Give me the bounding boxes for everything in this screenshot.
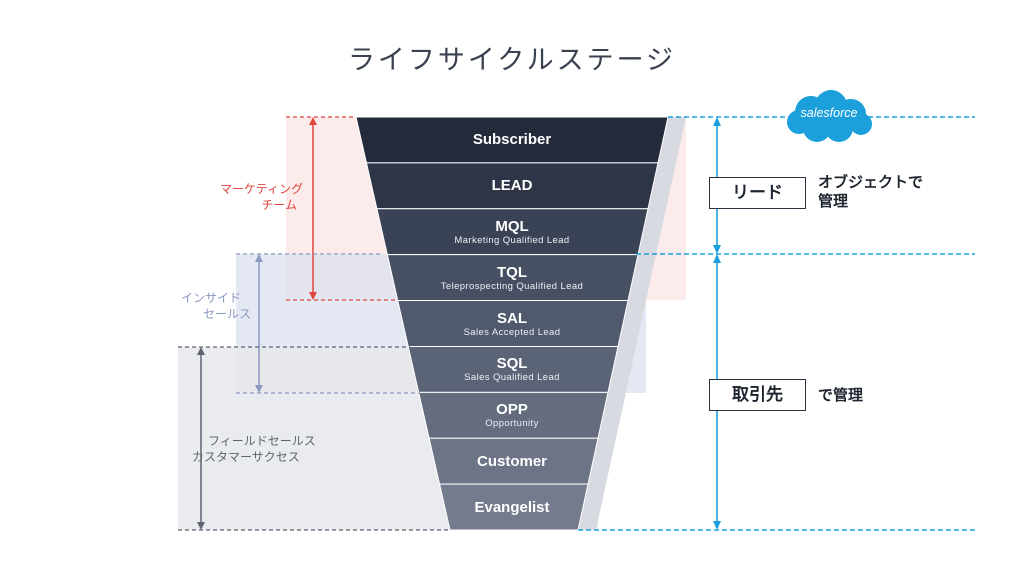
lead-note-line2: 管理 bbox=[818, 192, 849, 210]
marketing-label-line2: チーム bbox=[261, 198, 297, 212]
stage-name: LEAD bbox=[491, 177, 533, 195]
salesforce-logo-icon bbox=[787, 90, 872, 142]
stage-subtitle: Sales Accepted Lead bbox=[463, 326, 561, 338]
field-sales-label-line1: フィールドセールス bbox=[208, 434, 316, 448]
stage-name: Subscriber bbox=[472, 131, 552, 149]
stage-subtitle: Marketing Qualified Lead bbox=[454, 234, 570, 246]
stage-subtitle: Teleprospecting Qualified Lead bbox=[440, 280, 584, 292]
stage-name: SQL bbox=[496, 355, 528, 373]
inside-sales-label: インサイド セールス bbox=[156, 290, 251, 322]
lead-object-box: リード bbox=[709, 177, 806, 209]
stage-name: Customer bbox=[476, 452, 547, 470]
marketing-label-line1: マーケティング bbox=[219, 182, 303, 196]
account-object-box: 取引先 bbox=[709, 379, 806, 411]
stage-label-subscriber: Subscriber bbox=[420, 131, 604, 148]
stage-subtitle: Sales Qualified Lead bbox=[464, 372, 560, 384]
field-sales-label-line2: カスタマーサクセス bbox=[192, 450, 300, 464]
page-title: ライフサイクルステージ bbox=[347, 45, 677, 76]
salesforce-logo-text: salesforce bbox=[800, 106, 858, 120]
stage-label-evangelist: Evangelist bbox=[420, 499, 604, 516]
field-sales-label: フィールドセールス カスタマーサクセス bbox=[192, 433, 352, 465]
stage-name: MQL bbox=[495, 217, 529, 235]
stage-name: SAL bbox=[497, 309, 527, 327]
marketing-team-label: マーケティング チーム bbox=[190, 181, 303, 213]
stage-label-lead: LEAD bbox=[420, 177, 604, 194]
stage-subtitle: Opportunity bbox=[485, 418, 539, 430]
lead-object-note: オブジェクトで 管理 bbox=[818, 173, 923, 211]
inside-sales-label-line1: インサイド bbox=[180, 291, 241, 305]
stage-label-customer: Customer bbox=[420, 453, 604, 470]
stage-name: TQL bbox=[497, 263, 527, 281]
stage-name: OPP bbox=[496, 401, 528, 419]
stage-name: Evangelist bbox=[474, 498, 550, 516]
lead-note-line1: オブジェクトで bbox=[818, 173, 924, 191]
account-object-note: で管理 bbox=[818, 386, 864, 404]
inside-sales-label-line2: セールス bbox=[202, 307, 251, 321]
funnel-shadow bbox=[578, 117, 686, 530]
